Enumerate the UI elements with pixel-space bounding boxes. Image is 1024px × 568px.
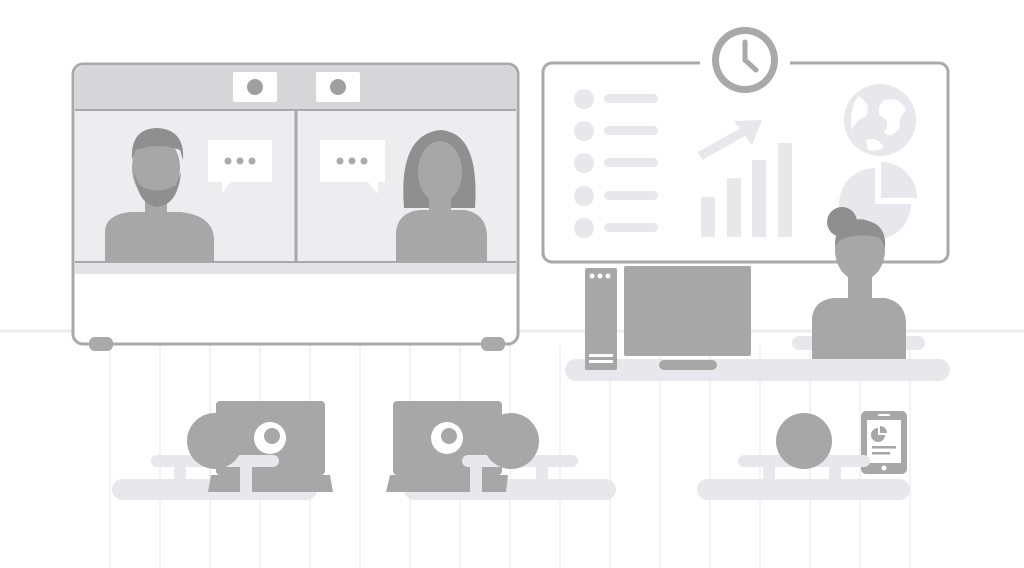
trend-arrow-icon — [697, 120, 762, 160]
person-icon — [470, 413, 548, 500]
video-call-screen — [71, 62, 520, 351]
globe-icon — [844, 84, 916, 156]
tablet-icon — [861, 411, 907, 474]
chat-bubble-icon — [208, 140, 272, 194]
presentation-board — [541, 27, 950, 264]
chat-bubble-icon — [320, 140, 385, 194]
screen-foot-right — [481, 337, 505, 351]
bar-chart-icon — [701, 143, 792, 237]
participant-woman-avatar — [396, 130, 487, 262]
desktop-computer-icon — [585, 266, 751, 370]
webcam-icon — [316, 72, 360, 102]
clock-icon — [700, 27, 790, 93]
presenter-desk — [565, 207, 950, 381]
person-icon — [174, 413, 252, 500]
person-icon — [763, 413, 841, 500]
student-workstation-1 — [112, 401, 333, 500]
list-icon — [574, 89, 658, 238]
screen-foot-left — [89, 337, 113, 351]
participant-man-avatar — [105, 128, 214, 262]
student-workstation-3 — [697, 411, 910, 500]
student-workstation-2 — [386, 401, 616, 500]
presenter-woman-avatar — [812, 207, 906, 359]
webcam-icon — [233, 72, 277, 102]
